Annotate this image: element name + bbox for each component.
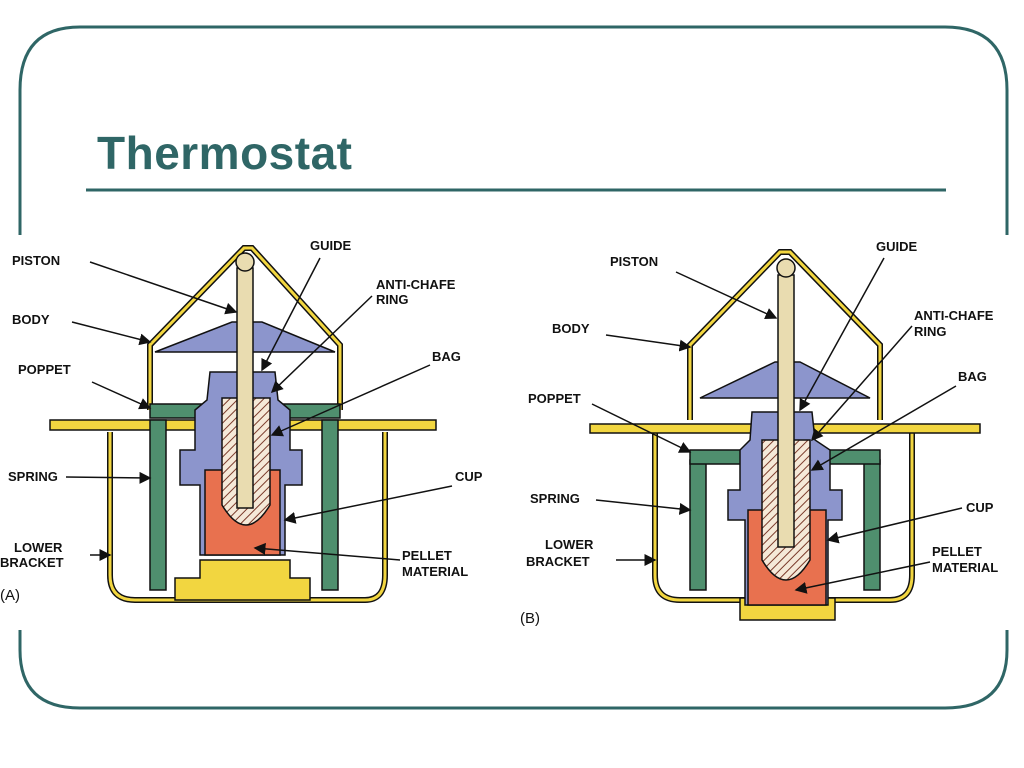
spring-left-a <box>149 419 167 591</box>
label-cup-b: CUP <box>966 500 994 515</box>
label-bracket-b: BRACKET <box>526 554 590 569</box>
figure-a: PISTON BODY POPPET SPRING LOWER BRACKET … <box>0 238 483 604</box>
label-bracket-a: BRACKET <box>0 555 64 570</box>
label-ring-a: RING <box>376 292 409 307</box>
caption-a: (A) <box>0 587 20 604</box>
label-bag-b: BAG <box>958 369 987 384</box>
spring-left-b <box>689 459 707 591</box>
label-bag-a: BAG <box>432 349 461 364</box>
label-piston-a: PISTON <box>12 253 60 268</box>
label-body-a: BODY <box>12 312 50 327</box>
slide-title: Thermostat <box>97 127 353 179</box>
label-guide-a: GUIDE <box>310 238 352 253</box>
base-a <box>174 559 311 601</box>
spring-right-b <box>863 459 881 591</box>
label-piston-b: PISTON <box>610 254 658 269</box>
label-material-b: MATERIAL <box>932 560 998 575</box>
label-cup-a: CUP <box>455 469 483 484</box>
label-material-a: MATERIAL <box>402 564 468 579</box>
label-lower-b: LOWER <box>545 537 594 552</box>
label-anti-a: ANTI-CHAFE <box>376 277 456 292</box>
label-poppet-b: POPPET <box>528 391 581 406</box>
label-poppet-a: POPPET <box>18 362 71 377</box>
label-anti-b: ANTI-CHAFE <box>914 308 994 323</box>
label-ring-b: RING <box>914 324 947 339</box>
label-body-b: BODY <box>552 321 590 336</box>
figure-b: PISTON BODY POPPET SPRING LOWER BRACKET … <box>520 239 998 627</box>
spring-right-a <box>321 419 339 591</box>
label-pellet-b: PELLET <box>932 544 982 559</box>
label-guide-b: GUIDE <box>876 239 918 254</box>
label-pellet-a: PELLET <box>402 548 452 563</box>
label-lower-a: LOWER <box>14 540 63 555</box>
label-spring-b: SPRING <box>530 491 580 506</box>
label-spring-a: SPRING <box>8 469 58 484</box>
piston-b <box>777 274 795 548</box>
piston-a <box>236 267 254 509</box>
caption-b: (B) <box>520 610 540 627</box>
